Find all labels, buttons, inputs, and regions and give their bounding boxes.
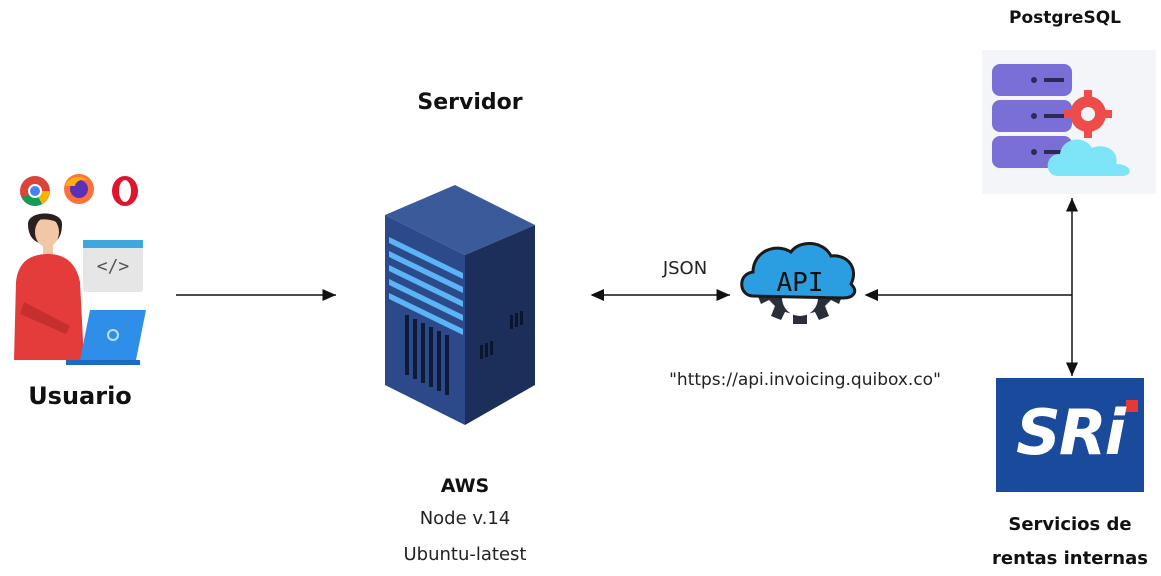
sri-label-line2: rentas internas: [992, 548, 1148, 569]
opera-icon: [112, 176, 138, 206]
laptop-icon: [66, 310, 146, 365]
sri-logo: SRi: [996, 378, 1144, 492]
api-url: "https://api.invoicing.quibox.co": [669, 370, 941, 390]
server-runtime: Node v.14: [419, 508, 511, 529]
firefox-icon: [64, 174, 94, 204]
api-badge-label: API: [776, 268, 824, 298]
api-cloud-icon: [740, 242, 857, 324]
sri-logo-corner: [1126, 400, 1138, 412]
chrome-icon: [20, 176, 50, 206]
server-title: Servidor: [417, 90, 523, 115]
sri-label-line1: Servicios de: [1008, 514, 1132, 535]
server-os: Ubuntu-latest: [403, 544, 527, 565]
server-host: AWS: [440, 475, 490, 497]
database-icon: [992, 64, 1130, 176]
user-node: </> Usuario: [10, 170, 160, 410]
json-label: JSON: [662, 258, 708, 279]
sri-logo-text: SRi: [1016, 396, 1126, 469]
code-window-icon: [83, 240, 143, 292]
user-label: Usuario: [28, 382, 132, 410]
user-avatar: [14, 213, 84, 360]
server-tower-icon: [385, 185, 535, 425]
code-glyph: </>: [96, 256, 130, 277]
database-label: PostgreSQL: [1009, 8, 1121, 28]
